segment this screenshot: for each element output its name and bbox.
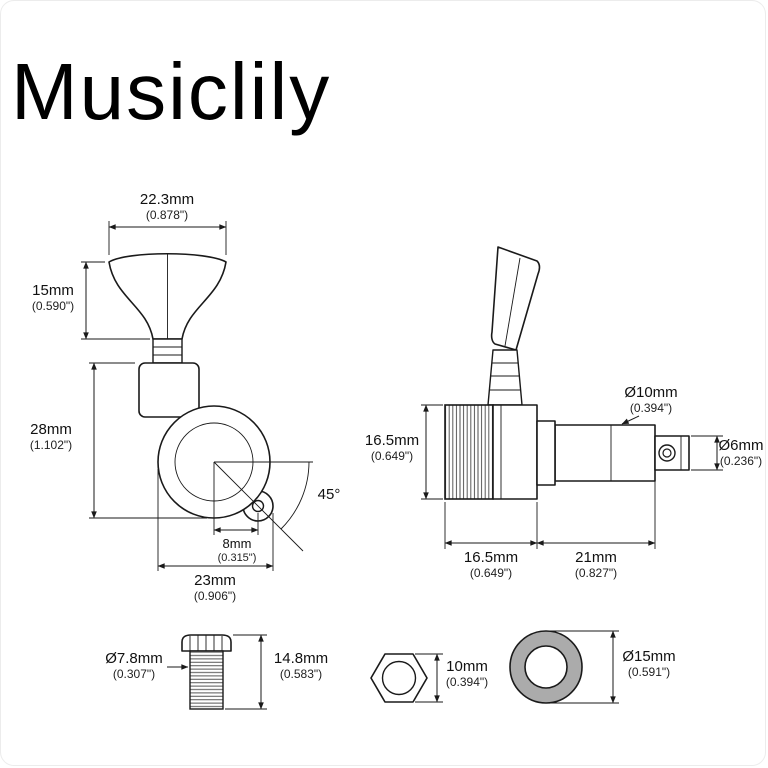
body-depth-mm: 16.5mm	[464, 549, 518, 566]
post-collar-ring	[536, 420, 556, 486]
bushing-height-mm: 14.8mm	[274, 650, 328, 667]
bushing-head	[181, 634, 232, 652]
front-hole-offset-in: (0.315")	[218, 552, 257, 564]
front-housing	[138, 362, 200, 418]
front-button-height-in: (0.590")	[32, 299, 74, 313]
bushing-thread-barrel	[189, 650, 224, 710]
bushing-height-in: (0.583")	[280, 667, 322, 681]
angle-arc	[280, 461, 310, 530]
nut-bore-circle	[381, 660, 417, 696]
bushing-figure: Ø7.8mm (0.307") 14.8mm (0.583")	[105, 634, 328, 710]
front-body-width-mm: 23mm	[194, 572, 236, 589]
front-body-height-mm: 28mm	[30, 421, 72, 438]
string-hole-inner	[662, 448, 672, 458]
front-top-width-mm: 22.3mm	[140, 191, 194, 208]
knurled-section	[444, 404, 494, 500]
string-hole-outer	[658, 444, 676, 462]
washer-diameter-in: (0.591")	[628, 665, 670, 679]
post-length-mm: 21mm	[575, 549, 617, 566]
front-shaft	[152, 338, 183, 364]
post-length-in: (0.827")	[575, 566, 617, 580]
front-angle-label: 45°	[318, 486, 341, 503]
side-housing	[492, 404, 538, 500]
side-height-in: (0.649")	[371, 449, 413, 463]
bushing-diameter-mm: Ø7.8mm	[105, 650, 163, 667]
front-hole-offset-mm: 8mm	[223, 536, 252, 551]
bushing-diameter-in: (0.307")	[113, 667, 155, 681]
tip-diameter-in: (0.236")	[720, 454, 762, 468]
brand-logo: Musiclily	[11, 47, 331, 136]
front-top-width-in: (0.878")	[146, 208, 188, 222]
hex-nut-shape	[370, 653, 428, 703]
front-button-height-mm: 15mm	[32, 282, 74, 299]
front-body-width-in: (0.906")	[194, 589, 236, 603]
side-button-shape	[490, 246, 541, 351]
side-view: 16.5mm (0.649") Ø10mm (0.394") Ø6mm (0.2…	[365, 246, 764, 580]
front-view: 22.3mm (0.878") 15mm (0.590") 28mm (1.10…	[30, 191, 340, 603]
hex-nut-figure: 10mm (0.394")	[370, 653, 488, 703]
post-diameter-in: (0.394")	[630, 401, 672, 415]
washer-diameter-mm: Ø15mm	[622, 648, 675, 665]
nut-width-in: (0.394")	[446, 675, 488, 689]
body-depth-in: (0.649")	[470, 566, 512, 580]
front-body-height-in: (1.102")	[30, 438, 72, 452]
post-diameter-mm: Ø10mm	[624, 384, 677, 401]
angle-line-45	[213, 461, 304, 552]
string-post	[554, 424, 656, 482]
side-collar	[487, 349, 523, 406]
leader-post-diameter	[621, 415, 640, 425]
nut-width-mm: 10mm	[446, 658, 488, 675]
tip-diameter-mm: Ø6mm	[719, 437, 764, 454]
washer-figure: Ø15mm (0.591")	[509, 630, 676, 704]
button-ridge-line	[504, 257, 521, 347]
side-height-mm: 16.5mm	[365, 432, 419, 449]
washer-inner-circle	[524, 645, 568, 689]
